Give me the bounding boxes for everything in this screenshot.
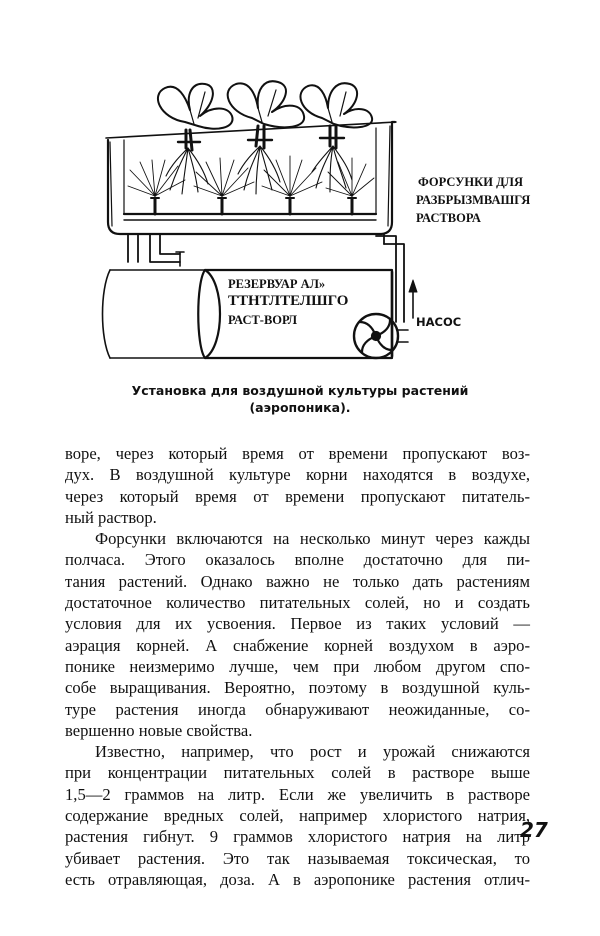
plant-holders	[176, 136, 346, 144]
text-line: содержание вредных солей, например хлори…	[65, 806, 530, 826]
text-line: понике неизмеримо лучше, чем при любом д…	[65, 656, 530, 676]
text-line: тания растений. Однако важно не только д…	[65, 571, 530, 591]
spray-mist	[127, 155, 375, 197]
text-line: при концентрации питательных солей в рас…	[65, 763, 530, 783]
plant-left	[156, 82, 234, 152]
text-line: убивает растения. Это так называемая ток…	[65, 848, 530, 868]
pump	[352, 312, 409, 360]
pump-label: НАСОС	[416, 315, 462, 329]
plant-middle	[226, 80, 306, 150]
text-line: через который время от времени пропускаю…	[65, 486, 530, 506]
text-line: туре растения иногда обнаруживают неожид…	[65, 699, 530, 719]
reservoir-label-line-1: РЕЗЕРВУАР АЛ»	[228, 277, 326, 291]
text-line: достаточное количество питательных солей…	[65, 593, 530, 613]
nozzles-label-line-1: ФОРСУНКИ ДЛЯ	[418, 175, 524, 189]
paragraph: Известно, например, что рост и урожай сн…	[65, 741, 530, 890]
flow-arrow-icon	[408, 279, 418, 319]
nozzles-label-line-2: РАЗБРЫЗМВАШГЯ	[416, 193, 531, 207]
text-line: Форсунки включаются на несколько минут ч…	[95, 529, 530, 549]
paragraph: воре, через который время от времени про…	[65, 443, 530, 528]
text-line: воре, через который время от времени про…	[65, 444, 530, 463]
reservoir	[101, 268, 394, 360]
aeroponics-figure: ФОРСУНКИ ДЛЯ РАЗБРЫЗМВАШГЯ РАСТВОРА РЕЗЕ…	[0, 0, 600, 380]
text-line: собе выращивания. Вероятно, поэтому в во…	[65, 678, 530, 698]
reservoir-label-line-2: ТТНТЛТЕЛШГО	[228, 293, 349, 309]
text-line: растения гибнут. 9 граммов хлористого на…	[65, 827, 530, 847]
drain-pipes	[127, 233, 185, 267]
figure-caption: Установка для воздушной культуры растени…	[60, 382, 540, 416]
paragraph: Форсунки включаются на несколько минут ч…	[65, 528, 530, 741]
caption-line: (аэропоника).	[249, 400, 351, 415]
text-line: дух. В воздушной культуре корни находятс…	[65, 465, 530, 485]
body-text: воре, через который время от времени про…	[65, 443, 530, 890]
nozzles-label-line-3: РАСТВОРА	[416, 211, 481, 225]
text-line: ный раствор.	[65, 507, 157, 527]
text-line: 1,5—2 граммов на литр. Если же увеличить…	[65, 784, 530, 804]
spray-pipe	[122, 196, 378, 221]
growing-tank	[105, 120, 397, 236]
text-line: вершенно новые свойства.	[65, 720, 253, 740]
reservoir-label-line-3: РАСТ-ВОРЛ	[228, 313, 298, 327]
text-line: аэрация корней. А снабжение корней возду…	[65, 635, 530, 655]
text-line: полчаса. Этого оказалось вполне достаточ…	[65, 550, 530, 570]
aeroponics-diagram	[101, 80, 418, 360]
text-line: есть отравляющая, доза. А в аэропонике р…	[65, 869, 530, 889]
text-line: условия для их усвоения. Первое из таких…	[65, 614, 530, 634]
supply-pipe	[375, 233, 405, 323]
plant-roots	[165, 145, 353, 195]
text-line: Известно, например, что рост и урожай сн…	[95, 742, 530, 762]
caption-line: Установка для воздушной культуры растени…	[131, 383, 469, 398]
page-number: 27	[520, 818, 548, 842]
